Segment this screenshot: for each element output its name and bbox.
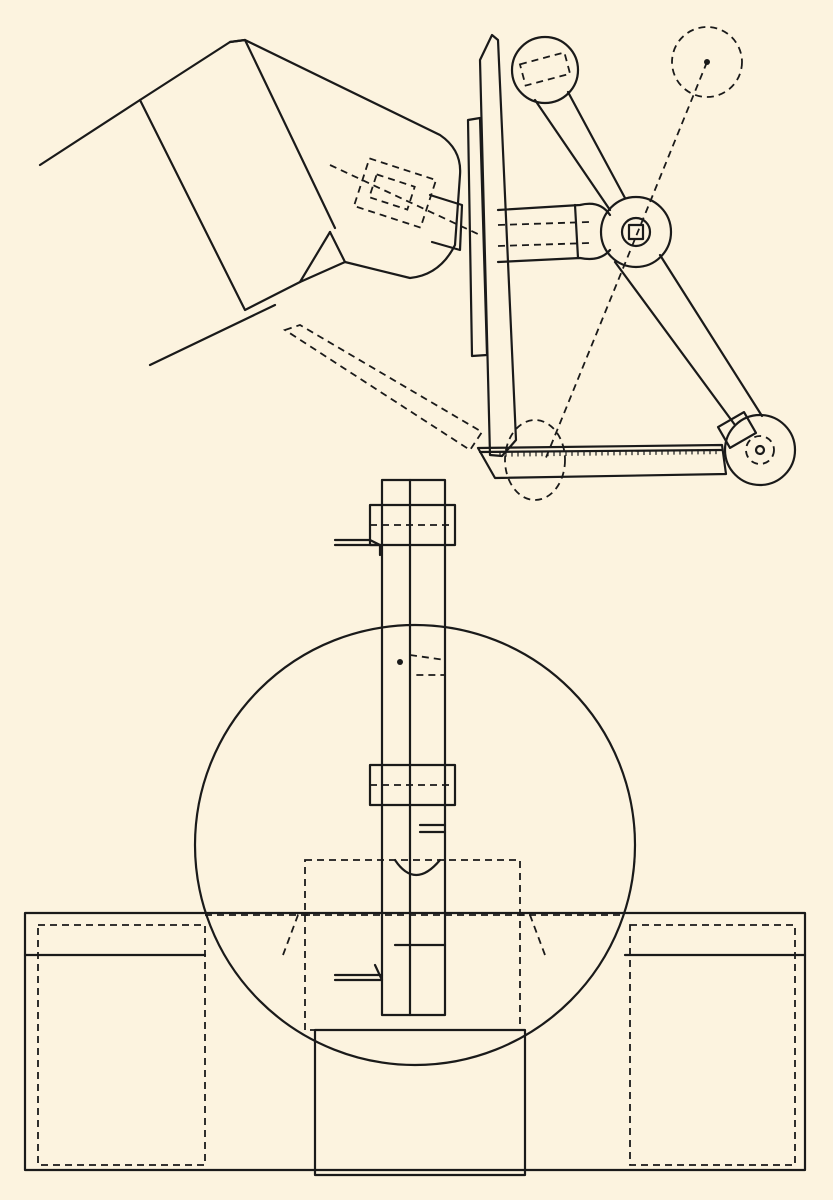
alternate-position: [282, 26, 743, 501]
vertical-bar: [333, 478, 457, 1017]
front-view-mechanism: [23, 478, 807, 1177]
side-view-mechanism: [38, 26, 797, 501]
swing-arm: [510, 35, 797, 487]
disc: [193, 623, 637, 1067]
ruler: [476, 443, 728, 480]
pivot-joint: [599, 195, 673, 269]
vertical-plate: [466, 33, 518, 458]
bolt: [329, 157, 481, 252]
ruler-ticks: [499, 449, 717, 457]
base: [23, 859, 807, 1177]
housing: [38, 38, 462, 367]
